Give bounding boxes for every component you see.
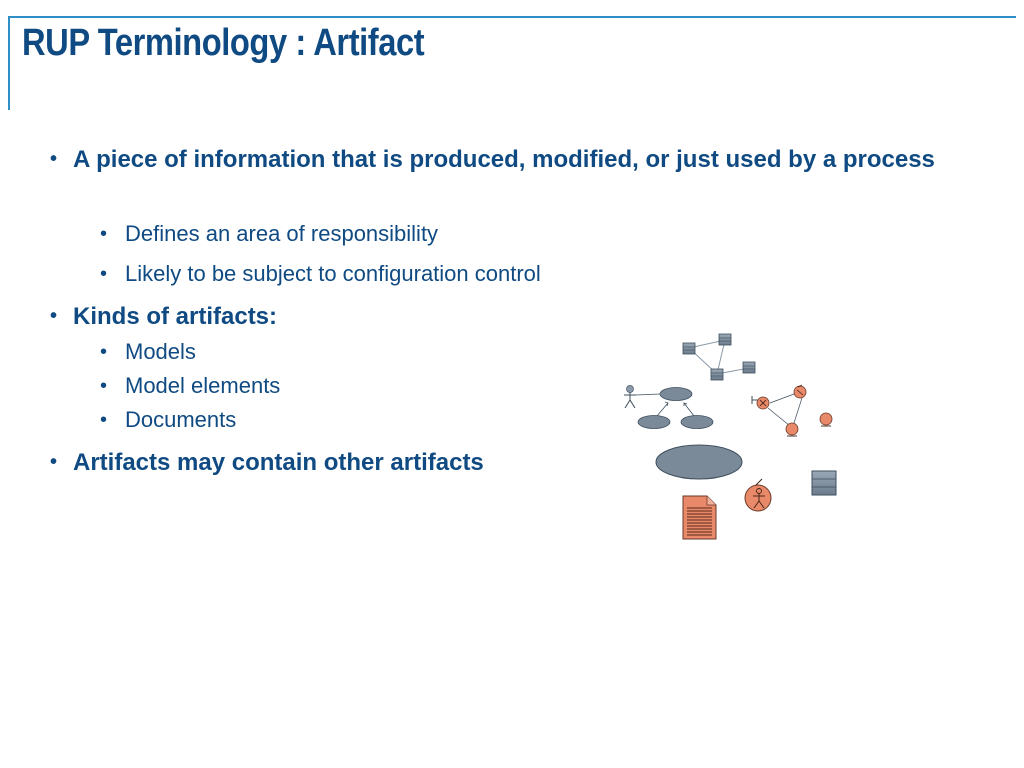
bullet-2-sub-3-marker: •: [100, 409, 108, 431]
frame-left-line: [8, 16, 10, 110]
use-case-diagram-icon: [624, 385, 714, 429]
artifacts-illustration: [624, 333, 837, 540]
bullet-1-sub-1-text: Defines an area of responsibility: [125, 221, 439, 246]
document-icon: [682, 495, 717, 540]
bullet-1-marker: •: [50, 148, 58, 170]
frame-top-line: [8, 16, 1016, 18]
collaboration-diagram-icon: [751, 384, 833, 437]
bullet-2-sub-1-text: Models: [125, 339, 196, 364]
actor-element-icon: [744, 478, 772, 512]
slide-title: RUP Terminology : Artifact: [22, 22, 425, 64]
bullet-3-text: Artifacts may contain other artifacts: [73, 449, 484, 476]
bullet-3-marker: •: [50, 451, 58, 473]
bullet-2-marker: •: [50, 305, 58, 327]
class-element-icon: [811, 470, 837, 496]
bullet-2-sub-3-text: Documents: [125, 407, 237, 432]
bullet-1-sub-1-marker: •: [100, 223, 108, 245]
bullet-2-text: Kinds of artifacts:: [73, 303, 278, 330]
class-diagram-icon: [682, 333, 756, 381]
bullet-2-sub-2-text: Model elements: [125, 373, 281, 398]
bullet-1-sub-2-marker: •: [100, 263, 108, 285]
bullet-1-sub-2-text: Likely to be subject to configuration co…: [125, 261, 541, 286]
bullet-2-sub-1-marker: •: [100, 341, 108, 363]
bullet-2-sub-2-marker: •: [100, 375, 108, 397]
bullet-1-text: A piece of information that is produced,…: [73, 146, 935, 173]
model-element-ellipse-icon: [655, 444, 743, 480]
